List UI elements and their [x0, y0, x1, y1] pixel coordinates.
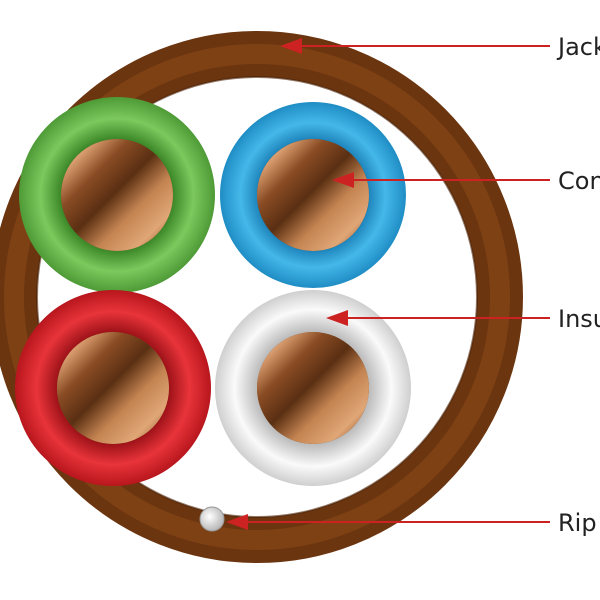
callout-conductor	[332, 172, 550, 188]
white-conductor	[257, 332, 369, 444]
ripcord-circle-icon	[199, 506, 225, 532]
label-conductor: Con	[558, 167, 600, 195]
green-conductor	[61, 139, 173, 251]
callout-ripcord	[226, 514, 550, 530]
arrowhead-icon	[326, 310, 348, 326]
arrowhead-icon	[332, 172, 354, 188]
arrowhead-icon	[226, 514, 248, 530]
jacket-ring-highlight	[4, 44, 510, 550]
white-wire	[215, 290, 411, 486]
label-ripcord: Rip	[558, 509, 597, 537]
jacket-inner-edge	[36, 76, 478, 518]
arrowhead-icon	[280, 38, 302, 54]
callout-jacket	[280, 38, 550, 54]
label-jacket: Jack	[556, 33, 600, 61]
red-wire	[15, 290, 211, 486]
red-conductor	[57, 332, 169, 444]
label-insulation: Insu	[558, 305, 600, 333]
green-wire	[19, 97, 215, 293]
blue-wire	[220, 102, 406, 288]
callout-insulation	[326, 310, 550, 326]
blue-conductor	[257, 139, 369, 251]
